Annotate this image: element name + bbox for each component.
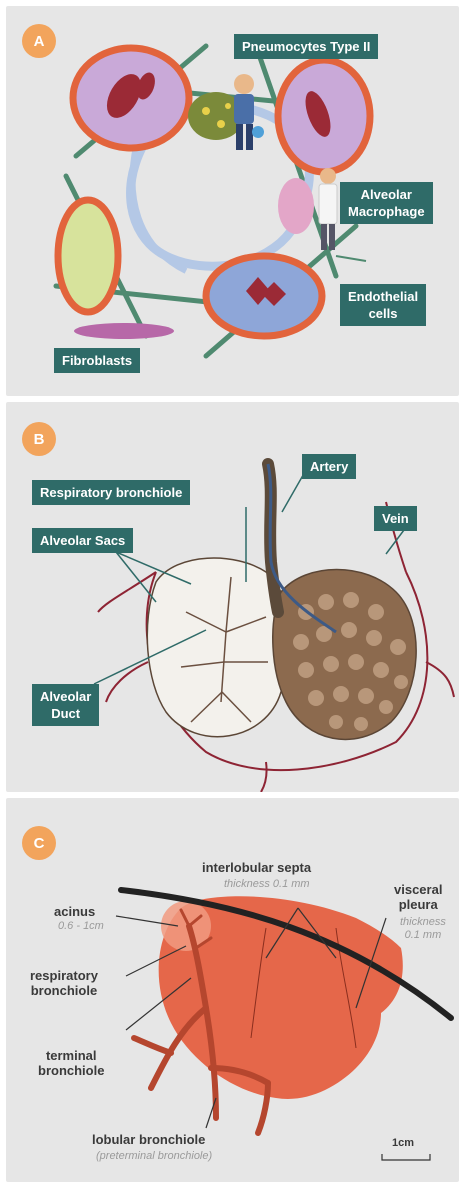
panel-b-badge: B (22, 422, 56, 456)
label-pleura-thickness: thickness 0.1 mm (400, 916, 446, 942)
label-vein: Vein (374, 506, 417, 531)
label-scale: 1cm (392, 1136, 414, 1151)
panel-a-badge: A (22, 24, 56, 58)
label-artery: Artery (302, 454, 356, 479)
label-preterminal-bronchiole: (preterminal bronchiole) (96, 1150, 212, 1163)
panel-a: A Pneumocytes Type II Alveolar Macrophag… (6, 6, 459, 396)
label-terminal-bronchiole: terminal bronchiole (38, 1048, 104, 1078)
panel-c-badge: C (22, 826, 56, 860)
label-pneumocytes: Pneumocytes Type II (234, 34, 378, 59)
fibroblast-cell (74, 323, 174, 339)
macrophage-cell (278, 178, 314, 234)
label-alveolar-macrophage: Alveolar Macrophage (340, 182, 433, 224)
label-interlobular-septa: interlobular septa (202, 860, 311, 875)
label-endothelial-cells: Endothelial cells (340, 284, 426, 326)
label-acinus: acinus (54, 904, 95, 919)
alveolar-sacs-right (273, 570, 416, 740)
scale-bar (382, 1154, 430, 1160)
panel-c: C interlobular septa thickness 0.1 mm vi… (6, 798, 459, 1182)
label-alveolar-duct: Alveolar Duct (32, 684, 99, 726)
doctor-figure (319, 168, 337, 250)
macrophage-pointer (336, 256, 366, 261)
label-visceral-pleura: visceral pleura (394, 882, 442, 912)
capillary-top-left (73, 48, 189, 148)
capillary-bottom (206, 256, 322, 336)
panel-b: B Artery Respiratory bronchiole Vein Alv… (6, 402, 459, 792)
capillary-left (58, 200, 118, 312)
capillary-top-right (278, 60, 370, 172)
label-respiratory-bronchiole-c: respiratory bronchiole (30, 968, 98, 998)
label-septa-thickness: thickness 0.1 mm (224, 878, 310, 891)
label-respiratory-bronchiole: Respiratory bronchiole (32, 480, 190, 505)
label-acinus-size: 0.6 - 1cm (58, 920, 104, 933)
label-lobular-bronchiole: lobular bronchiole (92, 1132, 205, 1147)
acinus-illustration (6, 402, 459, 792)
label-alveolar-sacs: Alveolar Sacs (32, 528, 133, 553)
label-fibroblasts: Fibroblasts (54, 348, 140, 373)
